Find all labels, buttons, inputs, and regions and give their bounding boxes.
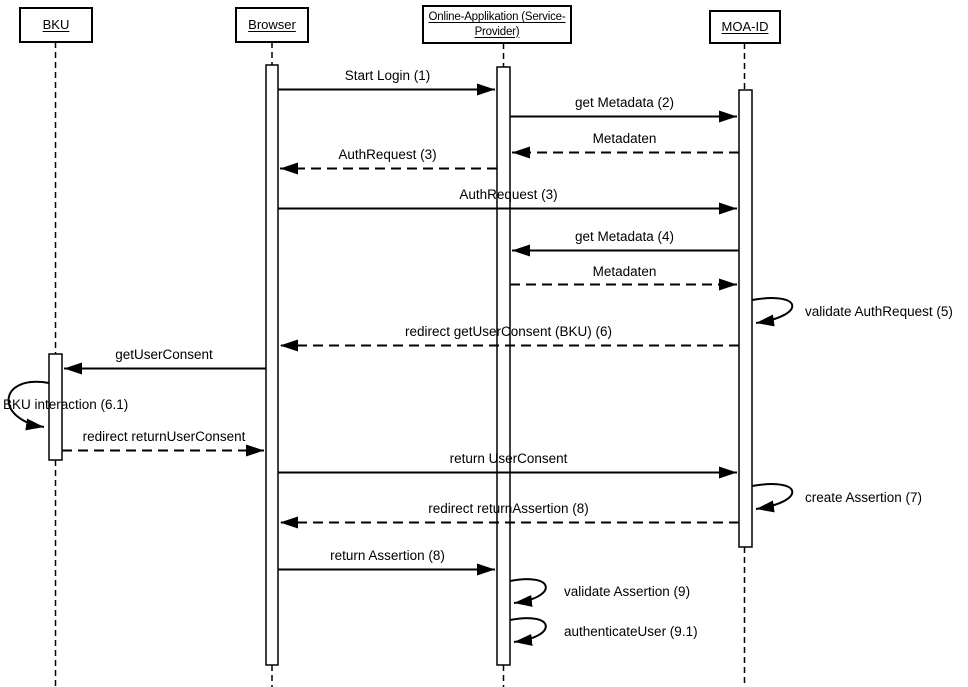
message-label-get-metadata-4: get Metadata (4) bbox=[574, 229, 675, 244]
message-label-authenticateuser: authenticateUser (9.1) bbox=[564, 624, 698, 639]
message-label-redirect-returnuserconsent: redirect returnUserConsent bbox=[82, 429, 246, 444]
message-label-metadaten-2: Metadaten bbox=[592, 264, 657, 279]
self-loop-authenticateuser bbox=[509, 617, 547, 646]
message-label-return-userconsent: return UserConsent bbox=[449, 451, 568, 466]
actor-label-bku: BKU bbox=[42, 16, 70, 32]
actor-box-bku: BKU bbox=[19, 7, 93, 43]
message-label-validate-assertion: validate Assertion (9) bbox=[564, 584, 691, 599]
activation-bar-browser bbox=[265, 64, 279, 666]
message-label-validate-authrequest: validate AuthRequest (5) bbox=[805, 304, 953, 319]
self-loop-validate-authrequest bbox=[751, 297, 794, 327]
actor-label-moa-id: MOA-ID bbox=[721, 18, 769, 34]
actor-box-browser: Browser bbox=[235, 7, 309, 43]
message-label-start-login: Start Login (1) bbox=[344, 68, 431, 83]
message-label-redirect-getuserconsent: redirect getUserConsent (BKU) (6) bbox=[404, 324, 613, 339]
activation-bar-bku bbox=[48, 353, 63, 461]
message-label-get-metadata-2: get Metadata (2) bbox=[574, 95, 675, 110]
self-loop-create-assertion bbox=[751, 483, 794, 513]
activation-bar-online-applikation bbox=[496, 66, 511, 666]
actor-box-online-applikation: Online-Applikation (Service- Provider) bbox=[422, 5, 572, 44]
activation-bar-moa-id bbox=[738, 89, 753, 548]
message-label-metadaten-1: Metadaten bbox=[592, 131, 657, 146]
message-label-create-assertion: create Assertion (7) bbox=[805, 490, 923, 505]
actor-label-browser: Browser bbox=[248, 16, 296, 32]
actor-label-online-applikation-line2: Provider) bbox=[474, 25, 520, 38]
message-label-getuserconsent: getUserConsent bbox=[115, 347, 213, 362]
message-label-authrequest-to-moa-id: AuthRequest (3) bbox=[459, 187, 558, 202]
message-label-authrequest-to-browser: AuthRequest (3) bbox=[338, 147, 437, 162]
actor-box-moa-id: MOA-ID bbox=[709, 10, 781, 44]
actor-label-online-applikation-line1: Online-Applikation (Service- bbox=[428, 11, 566, 24]
message-label-return-assertion: return Assertion (8) bbox=[330, 548, 445, 563]
self-loop-validate-assertion bbox=[509, 578, 547, 607]
message-label-bku-interaction: BKU interaction (6.1) bbox=[3, 397, 129, 412]
message-label-redirect-returnassertion: redirect returnAssertion (8) bbox=[428, 501, 589, 516]
self-loop-bku-interaction bbox=[7, 380, 50, 431]
